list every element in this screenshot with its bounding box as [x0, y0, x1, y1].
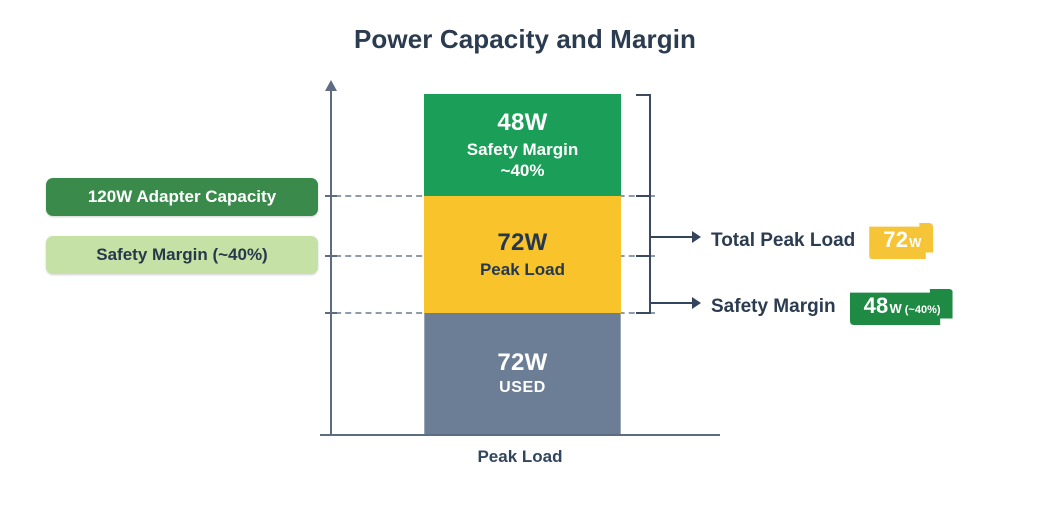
- callout-arrow-total-peak-line: [651, 236, 694, 238]
- segment-percent: ~40%: [500, 160, 545, 180]
- bracket-tick-safety: [636, 255, 650, 257]
- legend-item-adapter-capacity[interactable]: 120W Adapter Capacity: [46, 178, 318, 216]
- bracket-tick-capacity: [636, 195, 650, 197]
- badge-unit: W: [909, 235, 922, 250]
- callout-label: Total Peak Load: [711, 230, 856, 251]
- segment-value: 72W: [497, 229, 548, 257]
- bar-segment-used[interactable]: 72W USED: [424, 313, 621, 434]
- bar-segment-peak-load[interactable]: 72W Peak Load: [424, 196, 621, 313]
- segment-name: Peak Load: [479, 259, 566, 279]
- legend-item-safety-margin[interactable]: Safety Margin (~40%): [46, 236, 318, 274]
- badge-safety-margin: 48 W (~40%): [849, 289, 953, 325]
- callout-safety-margin[interactable]: Safety Margin 48 W (~40%): [711, 289, 953, 325]
- segment-name: USED: [499, 379, 546, 397]
- bracket-tick-bottom: [636, 312, 650, 314]
- badge-value: 48: [863, 293, 889, 318]
- x-axis-line: [320, 434, 720, 436]
- badge-unit: W: [889, 301, 902, 316]
- badge-percent: (~40%): [904, 304, 941, 316]
- y-axis-tick-lower: [325, 312, 337, 314]
- segment-value: 72W: [497, 348, 548, 376]
- y-axis-arrow-icon: [325, 80, 337, 91]
- y-axis-tick-middle: [325, 255, 337, 257]
- y-axis-tick-upper: [325, 195, 337, 197]
- legend-label: Safety Margin (~40%): [96, 245, 268, 264]
- range-bracket: [649, 94, 651, 314]
- badge-value: 72: [883, 227, 909, 252]
- segment-name: Safety Margin: [466, 139, 579, 159]
- y-axis-line: [330, 88, 332, 436]
- callout-label: Safety Margin: [711, 296, 836, 317]
- callout-arrow-total-peak-head-icon: [692, 231, 701, 243]
- bracket-tick-top: [636, 94, 650, 96]
- badge-total-peak-load: 72 W: [869, 223, 934, 259]
- callout-total-peak-load[interactable]: Total Peak Load 72 W: [711, 223, 934, 259]
- x-axis-label: Peak Load: [477, 447, 563, 466]
- callout-arrow-safety-margin-head-icon: [692, 297, 701, 309]
- legend-label: 120W Adapter Capacity: [87, 187, 277, 206]
- callout-arrow-safety-margin-line: [651, 302, 694, 304]
- bar-segment-safety-margin[interactable]: 48W Safety Margin ~40%: [424, 94, 621, 196]
- segment-value: 48W: [497, 109, 548, 137]
- page-title: Power Capacity and Margin: [353, 24, 697, 54]
